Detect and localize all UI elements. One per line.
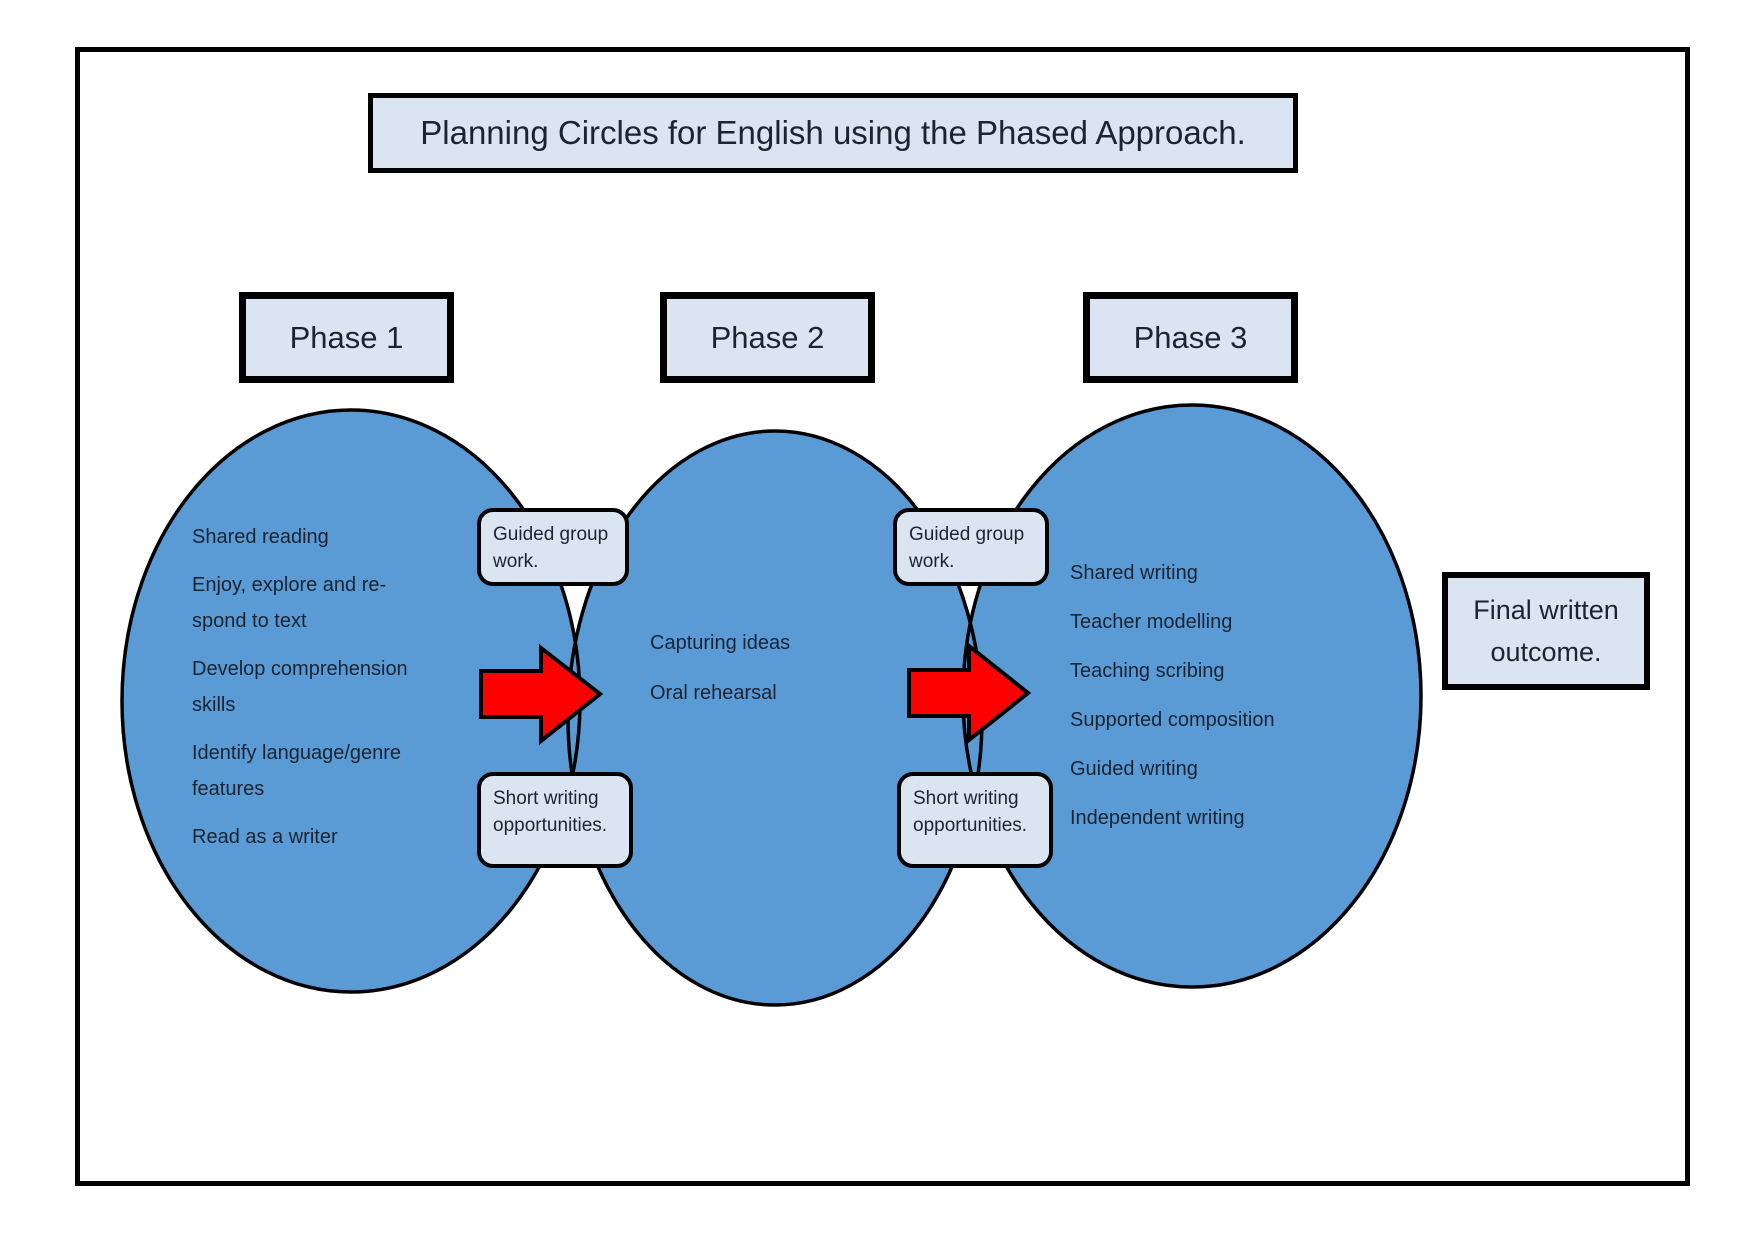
- short-writing-label: Short writing opportunities.: [913, 788, 1028, 836]
- list-item: Shared reading: [192, 526, 329, 548]
- phase-3-circle: [963, 405, 1421, 987]
- final-outcome-label: Final written outcome.: [1473, 595, 1619, 667]
- short-writing-box-1: Short writing opportunities.: [477, 772, 633, 868]
- short-writing-label: Short writing opportunities.: [493, 788, 608, 836]
- list-item: Identify language/genre features: [192, 742, 402, 800]
- phase-2-circle: [568, 431, 982, 1005]
- list-item: Teaching scribing: [1070, 660, 1225, 682]
- guided-group-work-label: Guided group work.: [493, 524, 609, 572]
- phase-2-item-list: Capturing ideas Oral rehearsal: [650, 625, 870, 725]
- list-item: Shared writing: [1070, 562, 1198, 584]
- phase-3-label: Phase 3: [1133, 319, 1248, 355]
- list-item: Supported composition: [1070, 709, 1275, 731]
- phase-3-item-list: Shared writing Teacher modelling Teachin…: [1070, 555, 1340, 849]
- guided-group-work-box-2: Guided group work.: [893, 508, 1049, 586]
- phase-1-header-box: Phase 1: [239, 292, 454, 383]
- phase-1-item-list: Shared reading Enjoy, explore and re- sp…: [192, 519, 430, 867]
- phase-2-label: Phase 2: [710, 319, 825, 355]
- list-item: Capturing ideas: [650, 632, 791, 654]
- list-item: Guided writing: [1070, 758, 1198, 780]
- list-item: Enjoy, explore and re- spond to text: [192, 574, 387, 632]
- list-item: Independent writing: [1070, 807, 1245, 829]
- short-writing-box-2: Short writing opportunities.: [897, 772, 1053, 868]
- title-box: Planning Circles for English using the P…: [368, 93, 1298, 173]
- phase-3-header-box: Phase 3: [1083, 292, 1298, 383]
- list-item: Oral rehearsal: [650, 682, 777, 704]
- phase-1-circle: [122, 410, 580, 992]
- phase1-to-phase2-arrow-icon: [479, 643, 604, 746]
- guided-group-work-label: Guided group work.: [909, 524, 1025, 572]
- guided-group-work-box-1: Guided group work.: [477, 508, 629, 586]
- list-item: Develop comprehension skills: [192, 658, 408, 716]
- list-item: Read as a writer: [192, 826, 338, 848]
- list-item: Teacher modelling: [1070, 611, 1233, 633]
- phase-1-label: Phase 1: [289, 319, 404, 355]
- phase2-to-phase3-arrow-icon: [907, 641, 1032, 745]
- final-outcome-box: Final written outcome.: [1442, 572, 1650, 690]
- diagram-title: Planning Circles for English using the P…: [420, 114, 1246, 151]
- page-border: [75, 47, 1690, 1186]
- phase-2-header-box: Phase 2: [660, 292, 875, 383]
